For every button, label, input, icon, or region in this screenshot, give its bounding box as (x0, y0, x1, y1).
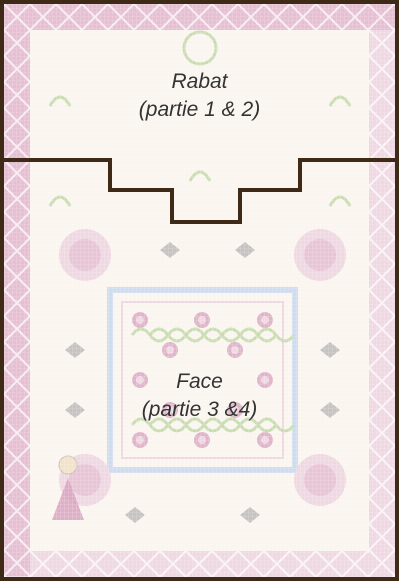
face-title: Face (0, 368, 399, 396)
rabat-label: Rabat (partie 1 & 2) (0, 68, 399, 124)
rabat-subtitle: (partie 1 & 2) (0, 96, 399, 124)
rabat-title: Rabat (0, 68, 399, 96)
face-label: Face (partie 3 &4) (0, 368, 399, 424)
face-subtitle: (partie 3 &4) (0, 396, 399, 424)
